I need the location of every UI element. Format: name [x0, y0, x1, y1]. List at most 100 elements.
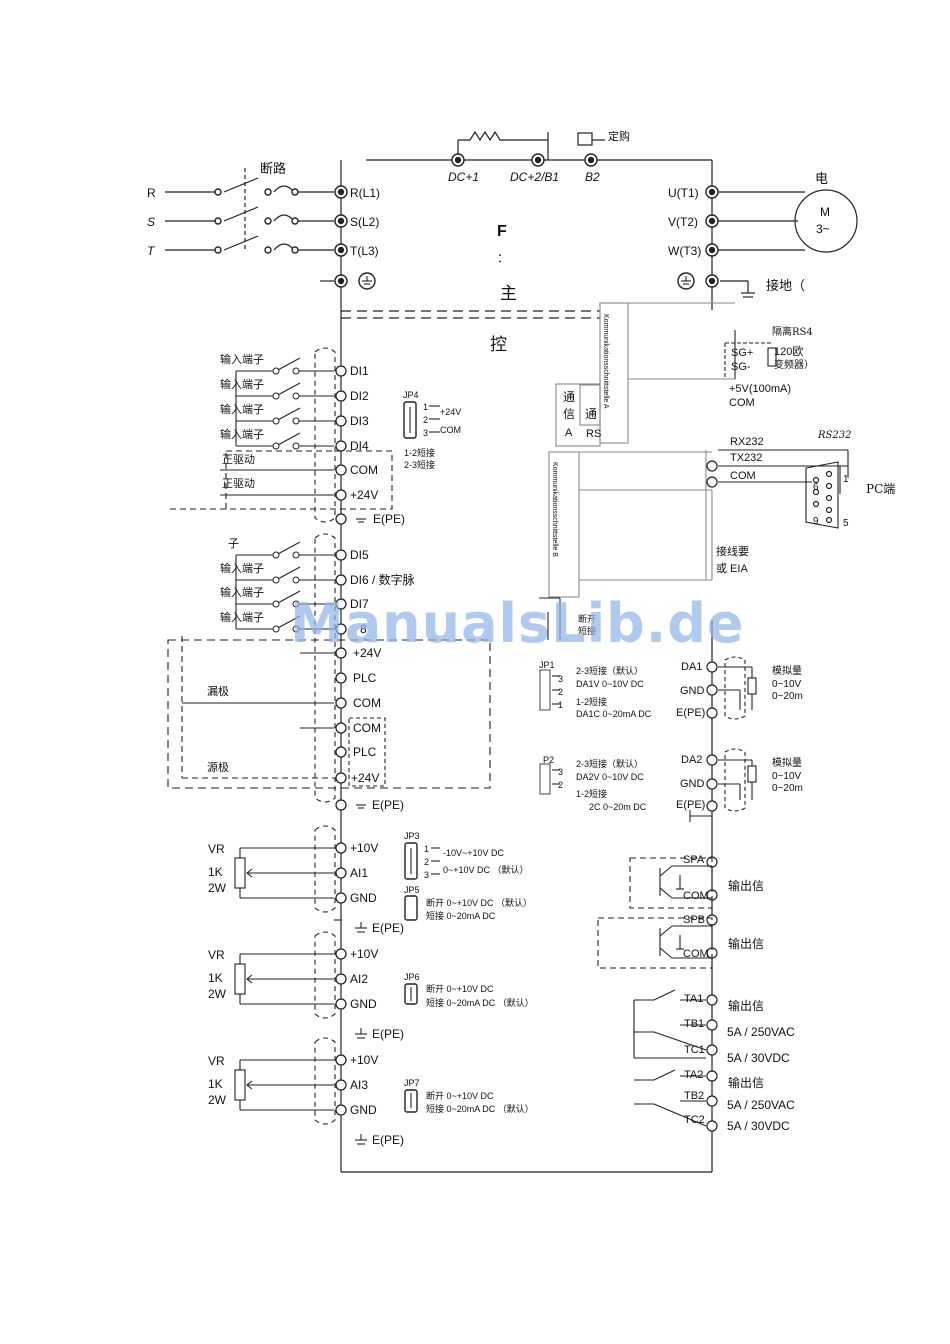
comms-wiring — [539, 302, 849, 640]
analog-inputs-wiring — [234, 825, 440, 1125]
jp2-opt-b: DA2V 0~10V DC — [576, 772, 644, 782]
output-terminal-v: V(T2) — [668, 215, 698, 229]
plc-terminal-2: PLC — [353, 745, 377, 759]
comm-5v: +5V(100mA) — [729, 383, 791, 395]
plc-terminal: PLC — [353, 671, 377, 685]
wiring-note-1: 接线要 — [716, 544, 749, 558]
tx232: TX232 — [730, 452, 762, 464]
di-label-3: 输入端子 — [220, 402, 264, 416]
ai3-k: 1K — [208, 1077, 223, 1091]
ground-label: 接地（ — [766, 278, 805, 293]
ta2-terminal: TA2 — [684, 1069, 703, 1081]
ai3-term-10v: +10V — [350, 1053, 378, 1067]
tb1-terminal: TB1 — [684, 1018, 704, 1030]
ai1-epe: E(PE) — [372, 921, 404, 935]
ai3-term-gnd: GND — [350, 1103, 377, 1117]
relay2-label: 输出信 — [728, 1075, 764, 1090]
di-terminal-4: DI4 — [350, 439, 369, 453]
ai2-k: 1K — [208, 971, 223, 985]
da1-epe: E(PE) — [676, 707, 705, 719]
comm-com: COM — [729, 397, 755, 409]
ai3-term-ai: AI3 — [350, 1078, 368, 1092]
spa-output-label: 输出信 — [728, 878, 764, 893]
ta1-terminal: TA1 — [684, 993, 703, 1005]
di-terminal-6: DI6 / 数字脉 — [350, 572, 415, 587]
dc-terminal-1: DC+1 — [448, 170, 479, 184]
comm-bottom-2: 短接 — [578, 625, 596, 636]
di-com: COM — [350, 463, 378, 477]
source-label: 源极 — [207, 760, 229, 774]
ao2-label: 模拟量 — [772, 756, 802, 769]
drive-label-2: 正驱动 — [222, 477, 255, 490]
frag-dot: ： — [497, 251, 509, 265]
ai3-epe: E(PE) — [372, 1133, 404, 1147]
di-terminal-1: DI1 — [350, 364, 369, 378]
ai2-epe: E(PE) — [372, 1027, 404, 1041]
jp4-pin-1: 1 — [423, 402, 428, 412]
dc-terminal-3: B2 — [585, 170, 600, 184]
jp2-opt-d: 2C 0~20m DC — [589, 802, 647, 812]
jp1-opt-c: 1-2短接 — [576, 696, 607, 707]
jp4-note-1: 1-2短接 — [404, 447, 435, 458]
phase-t: T — [147, 244, 156, 258]
comm-interface-b: Kommunikationsschnittstelle B — [551, 462, 558, 557]
phase-r: R — [147, 186, 156, 200]
di-label-2: 输入端子 — [220, 377, 264, 391]
jp6-name: JP6 — [404, 972, 420, 982]
jp4-pin-3: 3 — [423, 428, 428, 438]
ai2-term-ai: AI2 — [350, 972, 368, 986]
jp2-pin-2: 2 — [558, 780, 563, 790]
jp3-name: JP3 — [404, 831, 420, 841]
spb-output-label: 输出信 — [728, 936, 764, 951]
plc-24v-2: +24V — [351, 771, 379, 785]
input-terminal-t: T(L3) — [350, 244, 379, 258]
db9-pin-1: 1 — [843, 474, 849, 485]
ao1-label: 模拟量 — [772, 664, 802, 677]
ohm-label: 120欧 — [774, 345, 803, 358]
ai2-term-gnd: GND — [350, 997, 377, 1011]
comm-interface-a: Kommunikationsschnittstelle A — [602, 314, 609, 409]
jp4-pin3-label: COM — [440, 425, 461, 435]
jp7-opt-2: 短接 0~20mA DC （默认） — [426, 1103, 534, 1114]
plc-epe: E(PE) — [372, 798, 404, 812]
relay1-dc: 5A / 30VDC — [727, 1051, 790, 1065]
jp4-name: JP4 — [403, 390, 419, 400]
frag-r: F — [497, 223, 507, 240]
comm-bottom-1: 断开 — [578, 613, 596, 624]
plc-com-2: COM — [353, 721, 381, 735]
rs232-label: RS232 — [817, 430, 851, 441]
ground-icon — [355, 518, 367, 1145]
control-terminals — [335, 365, 347, 1116]
di-terminal-2: DI2 — [350, 389, 369, 403]
jp1-opt-b: DA1V 0~10V DC — [576, 679, 644, 689]
comms-terminals — [706, 460, 833, 524]
com232: COM — [730, 470, 756, 482]
main-circuit-label: 主 — [500, 284, 517, 303]
digital-outputs-wiring — [597, 857, 713, 1127]
da1-gnd: GND — [680, 685, 705, 697]
jp5-opt-1: 断开 0~+10V DC （默认） — [426, 897, 532, 908]
analog-outputs-wiring — [539, 656, 757, 822]
sg-minus: SG- — [731, 361, 751, 373]
jp4-pin-2: 2 — [423, 415, 428, 425]
ai2-term-10v: +10V — [350, 947, 378, 961]
di-label-1: 输入端子 — [220, 352, 264, 366]
jp1-opt-d: DA1C 0~20mA DC — [576, 709, 652, 719]
relay1-ac: 5A / 250VAC — [727, 1025, 795, 1039]
tc2-terminal: TC2 — [684, 1114, 705, 1126]
spb-com: COM — [683, 948, 709, 960]
ao2-ma-range: 0~20m — [772, 783, 803, 794]
tb2-terminal: TB2 — [684, 1090, 704, 1102]
jp1-opt-a: 2-3短接（默认） — [576, 665, 643, 676]
leak-label: 漏极 — [207, 684, 229, 698]
jp6-opt-1: 断开 0~+10V DC — [426, 983, 494, 994]
jp4-note-2: 2-3短接 — [404, 459, 435, 470]
phase-s: S — [147, 215, 155, 229]
ai1-term-ai: AI1 — [350, 866, 368, 880]
di-label-6: 输入端子 — [220, 561, 264, 575]
jp2-opt-a: 2-3短接（默认） — [576, 758, 643, 769]
ao1-v-range: 0~10V — [772, 679, 802, 690]
di-label-4: 输入端子 — [220, 427, 264, 441]
jp1-pin-1: 1 — [558, 700, 563, 710]
